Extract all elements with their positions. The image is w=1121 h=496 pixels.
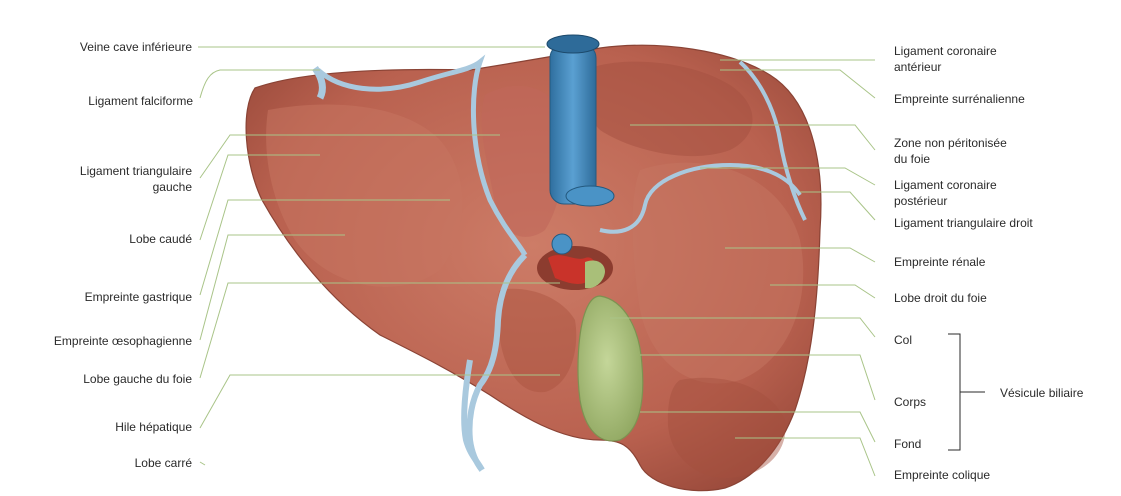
label-ligament-coronaire-posterieur-l2: postérieur <box>894 194 947 208</box>
label-lobe-caude: Lobe caudé <box>129 232 192 246</box>
ivc-bottom-opening <box>566 186 614 206</box>
label-ligament-triangulaire-droit: Ligament triangulaire droit <box>894 216 1033 230</box>
label-empreinte-renale: Empreinte rénale <box>894 255 985 269</box>
label-ligament-falciforme: Ligament falciforme <box>88 94 193 108</box>
label-empreinte-oesophagienne: Empreinte œsophagienne <box>54 334 192 348</box>
gallbladder-bracket <box>948 334 985 450</box>
label-zone-non-peritonisee-l2: du foie <box>894 152 930 166</box>
label-lobe-carre: Lobe carré <box>135 456 192 470</box>
label-ligament-coronaire-anterieur-l2: antérieur <box>894 60 941 74</box>
label-fond: Fond <box>894 437 921 451</box>
label-ligament-triangulaire-gauche-l2: gauche <box>153 180 192 194</box>
label-ligament-triangulaire-gauche-l1: Ligament triangulaire <box>80 164 192 178</box>
ivc-top-opening <box>547 35 599 53</box>
label-vesicule-biliaire: Vésicule biliaire <box>1000 386 1083 400</box>
label-zone-non-peritonisee-l1: Zone non péritonisée <box>894 136 1007 150</box>
label-corps: Corps <box>894 395 926 409</box>
label-lobe-gauche: Lobe gauche du foie <box>83 372 192 386</box>
label-empreinte-gastrique: Empreinte gastrique <box>85 290 192 304</box>
label-veine-cave: Veine cave inférieure <box>80 40 192 54</box>
label-lobe-droit: Lobe droit du foie <box>894 291 987 305</box>
label-ligament-coronaire-anterieur-l1: Ligament coronaire <box>894 44 997 58</box>
label-col: Col <box>894 333 912 347</box>
label-empreinte-colique: Empreinte colique <box>894 468 990 482</box>
label-empreinte-surrenalienne: Empreinte surrénalienne <box>894 92 1025 106</box>
label-hile-hepatique: Hile hépatique <box>115 420 192 434</box>
label-ligament-coronaire-posterieur-l1: Ligament coronaire <box>894 178 997 192</box>
inferior-vena-cava <box>550 44 596 204</box>
